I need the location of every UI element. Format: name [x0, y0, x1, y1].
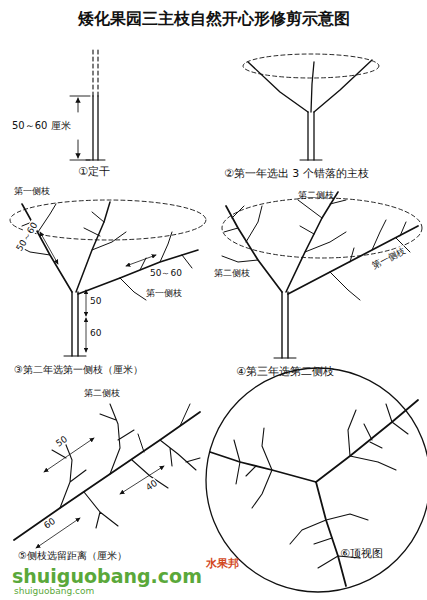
watermark: 水果邦 [206, 558, 239, 571]
dimension-label: 40 [143, 477, 160, 493]
dimension-label: 60 [90, 328, 101, 338]
branch-label: 第二侧枝 [298, 190, 334, 200]
branch-label: 第一侧枝 [146, 288, 182, 298]
dimension-label: 50～60 [14, 220, 41, 254]
panel-second-year [10, 200, 206, 356]
branch-label: 第二侧枝 [214, 268, 250, 278]
branch-label: 第二侧枝 [84, 388, 120, 398]
panel-caption: ⑤侧枝选留距离（厘米） [18, 550, 127, 562]
panel-caption: ④第三年选第二侧枝 [236, 366, 334, 379]
dimension-label: 60 [41, 515, 58, 531]
panel-first-year [243, 54, 379, 160]
branch-label: 第一侧枝 [14, 186, 50, 196]
panel-lateral-spacing [14, 404, 200, 548]
diagram-title: 矮化果园三主枝自然开心形修剪示意图 [78, 10, 350, 28]
panel-caption: ③第二年选第一侧枝（厘米） [14, 364, 143, 376]
dimension-label: 50 [90, 296, 101, 306]
dimension-label: 50～60 厘米 [12, 120, 71, 132]
panel-caption: ②第一年选出 3 个错落的主枝 [224, 168, 369, 181]
dimension-label: 50～60 [150, 268, 182, 278]
panel-cut-trunk [70, 48, 105, 160]
watermark: shuiguobang.com [14, 586, 94, 596]
panel-caption: ⑥顶视图 [340, 548, 383, 561]
panel-top-view [206, 368, 427, 592]
panel-caption: ①定干 [78, 166, 110, 179]
watermark: shuiguobang.com [12, 566, 202, 588]
panel-third-year [222, 192, 422, 358]
dimension-label: 50 [53, 433, 70, 449]
